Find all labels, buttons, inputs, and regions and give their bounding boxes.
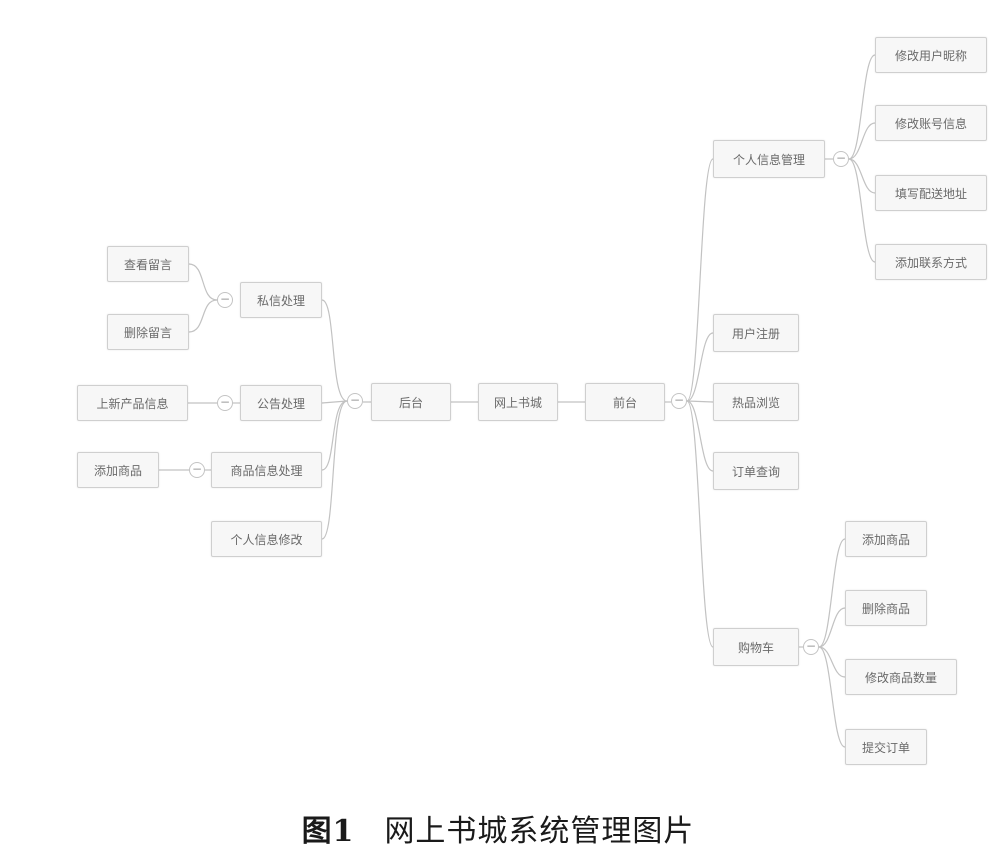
node-root: 网上书城 [478,383,558,421]
node-user-register: 用户注册 [713,314,799,352]
node-edit-account: 修改账号信息 [875,105,987,141]
connector-line [818,646,846,678]
node-announcement: 公告处理 [240,385,322,421]
mind-map-diagram: 网上书城 后台 前台 私信处理 公告处理 商品信息处理 个人信息修改 查看留言 … [77,37,987,765]
connector-line [686,400,714,648]
figure-number: 图1 [301,814,355,849]
connector-line [188,263,218,301]
connector-line [818,538,846,648]
connector-line [188,299,218,333]
connector-line [686,158,714,402]
node-edit-nickname: 修改用户昵称 [875,37,987,73]
collapse-toggle-private-msg[interactable]: − [217,292,233,308]
connector-line [848,158,876,263]
node-personal-edit: 个人信息修改 [211,521,322,557]
node-add-contact: 添加联系方式 [875,244,987,280]
connector-line [321,299,348,402]
node-submit-order: 提交订单 [845,729,927,765]
collapse-toggle-backend[interactable]: − [347,393,363,409]
connector-line [848,122,876,160]
connector-line [848,54,876,160]
connector-line [848,158,876,194]
node-delete-goods: 删除商品 [845,590,927,626]
connector-line [818,607,846,648]
node-new-product: 上新产品信息 [77,385,188,421]
node-add-goods-backend: 添加商品 [77,452,159,488]
node-private-msg: 私信处理 [240,282,322,318]
connector-line [321,400,348,471]
node-edit-quantity: 修改商品数量 [845,659,957,695]
collapse-toggle-announcement[interactable]: − [217,395,233,411]
connector-line [686,400,714,472]
connector-line [321,400,348,404]
figure-title: 网上书城系统管理图片 [384,814,695,849]
node-personal-mgmt: 个人信息管理 [713,140,825,178]
collapse-toggle-frontend[interactable]: − [671,393,687,409]
node-add-goods: 添加商品 [845,521,927,557]
connector-line [818,646,846,748]
node-goods-browse: 热品浏览 [713,383,799,421]
connector-line [321,400,348,540]
node-fill-address: 填写配送地址 [875,175,987,211]
collapse-toggle-goods-info[interactable]: − [189,462,205,478]
connector-line [686,400,714,403]
node-backend: 后台 [371,383,451,421]
connector-lines [159,54,876,748]
connector-line [686,332,714,402]
node-cart: 购物车 [713,628,799,666]
node-order-query: 订单查询 [713,452,799,490]
figure-caption: 图1 网上书城系统管理图片 [0,806,996,850]
collapse-toggle-cart[interactable]: − [803,639,819,655]
node-frontend: 前台 [585,383,665,421]
node-view-msg: 查看留言 [107,246,189,282]
node-goods-info: 商品信息处理 [211,452,322,488]
node-delete-msg: 删除留言 [107,314,189,350]
collapse-toggle-personal-mgmt[interactable]: − [833,151,849,167]
